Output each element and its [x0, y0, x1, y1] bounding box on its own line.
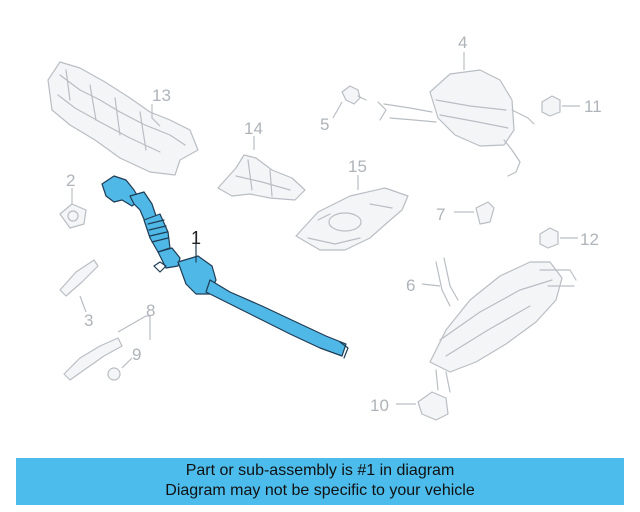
callout-10: 10	[370, 396, 389, 415]
part-15-shield-plate: 15	[295, 157, 409, 251]
callout-13: 13	[152, 86, 171, 105]
caption-line-1: Part or sub-assembly is #1 in diagram	[185, 462, 455, 479]
part-14-heat-shield-bracket: 14	[217, 119, 306, 201]
part-info-banner: Part or sub-assembly is #1 in diagram Di…	[16, 458, 624, 505]
callout-3: 3	[84, 311, 93, 330]
part-9-nut: 9	[107, 345, 141, 381]
part-10-hanger-bracket: 10	[370, 391, 449, 421]
part-1-front-exhaust-pipe: 1	[101, 175, 349, 359]
part-7-clamp: 7	[436, 201, 495, 225]
callout-8: 8	[146, 301, 155, 320]
part-12-insulator: 12	[539, 227, 599, 249]
part-3-bracket: 3	[59, 259, 99, 330]
part-5-hanger: 5	[320, 85, 367, 134]
callout-6: 6	[406, 276, 415, 295]
part-6-muffler-assembly: 6	[406, 257, 577, 393]
callout-5: 5	[320, 115, 329, 134]
callout-14: 14	[244, 119, 263, 138]
parts-diagram: 13 14 15 4 5 11	[47, 33, 602, 421]
part-13-heat-shield: 13	[47, 61, 199, 176]
callout-1: 1	[191, 228, 201, 248]
callout-12: 12	[580, 230, 599, 249]
callout-4: 4	[458, 33, 467, 52]
callout-9: 9	[132, 345, 141, 364]
callout-11: 11	[584, 97, 602, 116]
part-4-muffler: 4	[377, 33, 535, 177]
part-8-support-bracket: 8	[63, 301, 155, 381]
callout-15: 15	[348, 157, 367, 176]
callout-7: 7	[436, 205, 445, 224]
caption-line-2: Diagram may not be specific to your vehi…	[165, 482, 475, 499]
part-2-gasket: 2	[59, 171, 87, 229]
callout-2: 2	[66, 171, 75, 190]
part-11-rubber-mount: 11	[541, 95, 602, 117]
